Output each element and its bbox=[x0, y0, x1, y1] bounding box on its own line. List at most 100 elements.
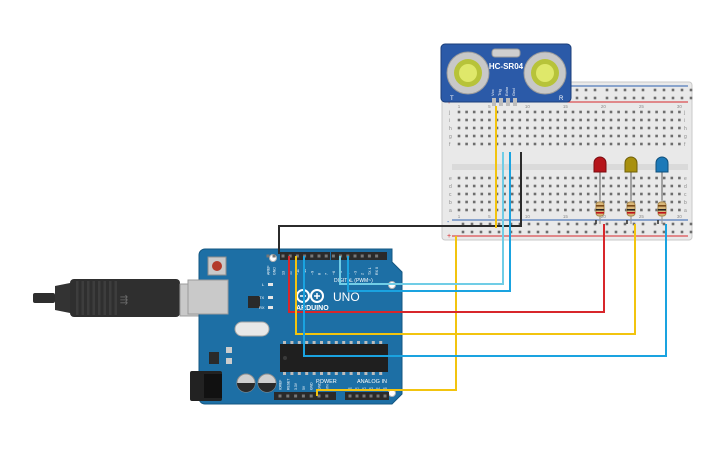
breadboard-hole[interactable] bbox=[510, 134, 514, 138]
rail-hole[interactable] bbox=[566, 222, 570, 226]
breadboard-hole[interactable] bbox=[488, 176, 491, 180]
breadboard-hole[interactable] bbox=[617, 200, 620, 204]
breadboard-hole[interactable] bbox=[465, 110, 468, 114]
breadboard-hole[interactable] bbox=[457, 126, 461, 130]
breadboard-hole[interactable] bbox=[526, 176, 529, 180]
breadboard-hole[interactable] bbox=[480, 200, 484, 204]
breadboard-hole[interactable] bbox=[662, 176, 666, 180]
breadboard-hole[interactable] bbox=[670, 110, 674, 114]
breadboard-hole[interactable] bbox=[609, 118, 613, 122]
rail-hole[interactable] bbox=[641, 222, 645, 226]
header-pin[interactable] bbox=[331, 254, 335, 258]
breadboard-hole[interactable] bbox=[632, 142, 636, 146]
breadboard-hole[interactable] bbox=[571, 192, 575, 196]
breadboard-hole[interactable] bbox=[488, 142, 491, 146]
breadboard-hole[interactable] bbox=[640, 134, 643, 138]
breadboard-hole[interactable] bbox=[457, 184, 461, 188]
breadboard-hole[interactable] bbox=[465, 142, 468, 146]
rail-hole[interactable] bbox=[461, 230, 465, 234]
breadboard-hole[interactable] bbox=[533, 208, 537, 212]
breadboard-hole[interactable] bbox=[640, 200, 643, 204]
breadboard-hole[interactable] bbox=[541, 200, 544, 204]
breadboard-hole[interactable] bbox=[533, 184, 537, 188]
breadboard-hole[interactable] bbox=[594, 142, 598, 146]
rail-hole[interactable] bbox=[497, 222, 501, 226]
breadboard-hole[interactable] bbox=[624, 134, 628, 138]
rail-hole[interactable] bbox=[614, 230, 618, 234]
rail-hole[interactable] bbox=[470, 230, 474, 234]
rail-hole[interactable] bbox=[566, 230, 570, 234]
rail-hole[interactable] bbox=[488, 230, 492, 234]
breadboard-hole[interactable] bbox=[594, 134, 598, 138]
breadboard-hole[interactable] bbox=[548, 192, 552, 196]
header-pin[interactable] bbox=[360, 254, 364, 258]
header-pin[interactable] bbox=[281, 254, 285, 258]
breadboard-hole[interactable] bbox=[465, 184, 468, 188]
breadboard-hole[interactable] bbox=[655, 208, 658, 212]
breadboard-hole[interactable] bbox=[480, 192, 484, 196]
breadboard-hole[interactable] bbox=[670, 184, 674, 188]
breadboard-hole[interactable] bbox=[457, 176, 461, 180]
breadboard-hole[interactable] bbox=[617, 126, 620, 130]
breadboard-hole[interactable] bbox=[617, 176, 620, 180]
breadboard-hole[interactable] bbox=[586, 208, 590, 212]
breadboard-hole[interactable] bbox=[556, 208, 560, 212]
rail-hole[interactable] bbox=[470, 222, 474, 226]
breadboard-hole[interactable] bbox=[586, 126, 590, 130]
breadboard-hole[interactable] bbox=[617, 110, 620, 114]
breadboard-hole[interactable] bbox=[602, 134, 605, 138]
breadboard-hole[interactable] bbox=[556, 126, 560, 130]
breadboard-hole[interactable] bbox=[480, 142, 484, 146]
header-pin[interactable] bbox=[362, 394, 366, 398]
breadboard-hole[interactable] bbox=[503, 126, 506, 130]
breadboard-hole[interactable] bbox=[548, 184, 552, 188]
breadboard-hole[interactable] bbox=[579, 192, 582, 196]
sensor-pin-trig[interactable] bbox=[499, 98, 503, 106]
rail-hole[interactable] bbox=[527, 222, 531, 226]
breadboard-hole[interactable] bbox=[480, 126, 484, 130]
breadboard-hole[interactable] bbox=[624, 126, 628, 130]
breadboard-hole[interactable] bbox=[564, 118, 567, 122]
breadboard-hole[interactable] bbox=[655, 142, 658, 146]
breadboard-hole[interactable] bbox=[632, 134, 636, 138]
breadboard-hole[interactable] bbox=[472, 192, 476, 196]
header-pin[interactable] bbox=[353, 254, 357, 258]
breadboard-hole[interactable] bbox=[662, 192, 666, 196]
rail-hole[interactable] bbox=[680, 96, 684, 100]
breadboard-hole[interactable] bbox=[526, 142, 529, 146]
breadboard-hole[interactable] bbox=[472, 200, 476, 204]
breadboard-hole[interactable] bbox=[518, 184, 522, 188]
breadboard-hole[interactable] bbox=[556, 176, 560, 180]
breadboard-hole[interactable] bbox=[579, 184, 582, 188]
resistor-blue[interactable] bbox=[657, 196, 667, 224]
breadboard-hole[interactable] bbox=[518, 126, 522, 130]
rail-hole[interactable] bbox=[545, 230, 549, 234]
breadboard-hole[interactable] bbox=[465, 192, 468, 196]
breadboard-hole[interactable] bbox=[647, 110, 651, 114]
led-red[interactable] bbox=[593, 156, 607, 200]
reset-button[interactable] bbox=[212, 261, 222, 271]
breadboard-hole[interactable] bbox=[571, 142, 575, 146]
breadboard-hole[interactable] bbox=[647, 184, 651, 188]
breadboard-hole[interactable] bbox=[670, 142, 674, 146]
breadboard-hole[interactable] bbox=[662, 126, 666, 130]
breadboard-hole[interactable] bbox=[472, 208, 476, 212]
breadboard-hole[interactable] bbox=[526, 126, 529, 130]
breadboard-hole[interactable] bbox=[586, 184, 590, 188]
header-pin[interactable] bbox=[317, 394, 321, 398]
breadboard-hole[interactable] bbox=[541, 118, 544, 122]
breadboard-hole[interactable] bbox=[541, 184, 544, 188]
rail-hole[interactable] bbox=[623, 88, 627, 92]
breadboard-hole[interactable] bbox=[670, 176, 674, 180]
breadboard-hole[interactable] bbox=[480, 176, 484, 180]
led-blue[interactable] bbox=[655, 156, 669, 200]
breadboard-hole[interactable] bbox=[518, 118, 522, 122]
breadboard-hole[interactable] bbox=[617, 142, 620, 146]
rail-hole[interactable] bbox=[479, 222, 483, 226]
breadboard-hole[interactable] bbox=[640, 142, 643, 146]
breadboard-hole[interactable] bbox=[564, 142, 567, 146]
rail-hole[interactable] bbox=[614, 222, 618, 226]
breadboard-hole[interactable] bbox=[503, 134, 506, 138]
breadboard-hole[interactable] bbox=[541, 176, 544, 180]
breadboard-hole[interactable] bbox=[594, 126, 598, 130]
